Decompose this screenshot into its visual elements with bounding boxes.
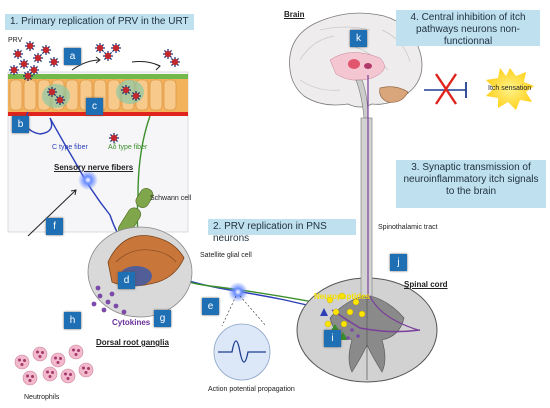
- sensory-nerve-label: Sensory nerve fibers: [54, 163, 134, 172]
- drg-label: Dorsal root ganglia: [96, 338, 169, 347]
- tag-h: h: [64, 312, 81, 329]
- dorsal-root-ganglion: [87, 226, 193, 318]
- ad-fiber-label: Aδ type fiber: [108, 144, 148, 151]
- spinal-cord-label: Spinal cord: [404, 280, 448, 289]
- urt-epithelium: [7, 71, 189, 233]
- spinal-column: [360, 75, 419, 331]
- neutrophils-label: Neutrophils: [24, 394, 60, 401]
- signal-glow: [78, 170, 98, 190]
- tag-a: a: [64, 48, 81, 65]
- tag-f: f: [46, 218, 63, 235]
- step-4-box: 4. Central inhibition of itch pathways n…: [396, 10, 540, 47]
- spread-arrows: [27, 56, 161, 237]
- neutrophils: [14, 344, 94, 386]
- spinothalamic-label: Spinothalamic tract: [378, 224, 438, 231]
- satellite-label: Satellite glial cell: [200, 252, 252, 259]
- schwann-label: Schwann cell: [150, 195, 192, 202]
- action-potential-label: Action potential propagation: [208, 386, 295, 393]
- neuropeptides-label: Neuropeptides: [314, 292, 371, 301]
- tag-g: g: [154, 310, 171, 327]
- tag-i: i: [324, 330, 341, 347]
- cytokines-label: Cytokines: [112, 318, 151, 327]
- brain-section: [289, 12, 423, 119]
- tag-e: e: [202, 298, 219, 315]
- itch-inhibition: [424, 68, 534, 110]
- itch-sensation-label: Itch sensation: [488, 85, 532, 92]
- c-fiber-label: C type fiber: [52, 144, 88, 151]
- tag-k: k: [350, 30, 367, 47]
- tag-j: j: [390, 254, 407, 271]
- step-1-box: 1. Primary replication of PRV in the URT: [5, 14, 194, 30]
- action-potential-inset: [213, 295, 271, 381]
- tag-c: c: [86, 98, 103, 115]
- tag-b: b: [12, 116, 29, 133]
- tag-d: d: [118, 272, 135, 289]
- step-3-box: 3. Synaptic transmission of neuroinflamm…: [396, 160, 546, 208]
- prv-label: PRV: [8, 37, 23, 44]
- brain-label: Brain: [284, 10, 305, 19]
- step-2-box: 2. PRV replication in PNS neurons: [208, 219, 356, 244]
